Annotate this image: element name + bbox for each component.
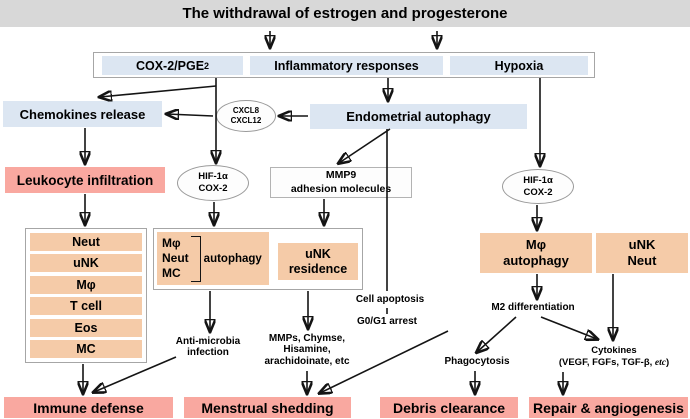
label-cell-apoptosis: Cell apoptosis <box>343 294 437 306</box>
cell-mc-label: MC <box>76 341 96 356</box>
mphi-autophagy-line2: autophagy <box>503 253 569 268</box>
arrow-endometrial-to-mmp9 <box>339 128 391 163</box>
debris-clearance-label: Debris clearance <box>392 399 506 416</box>
node-endometrial-autophagy: Endometrial autophagy <box>310 104 527 129</box>
mmp9-line1: MMP9 <box>325 169 357 182</box>
menstrual-shedding-label: Menstrual shedding <box>201 399 334 416</box>
node-hif-cox2-left: HIF-1α COX-2 <box>177 165 249 201</box>
cell-neut: Neut <box>30 233 142 251</box>
hif-left-line1: HIF-1α <box>198 171 228 183</box>
immune-defense-label: Immune defense <box>33 399 144 416</box>
phagocytosis-text: Phagocytosis <box>444 356 510 368</box>
chemokines-label: Chemokines release <box>19 106 146 122</box>
diagram-title-text: The withdrawal of estrogen and progester… <box>182 5 508 22</box>
unk-residence-line1: uNK <box>305 246 331 261</box>
node-leukocyte-infiltration: Leukocyte infiltration <box>5 167 165 193</box>
anti-microbia-line1: Anti-microbia <box>175 335 241 347</box>
node-inflammatory-responses: Inflammatory responses <box>250 56 443 75</box>
arrow-cxcl-to-chemokines <box>167 114 214 116</box>
mmps-line2: Hisamine, <box>283 344 331 356</box>
cell-unk: uNK <box>30 254 142 273</box>
cell-mphi: Mφ <box>30 275 142 294</box>
hif-left-line2: COX-2 <box>198 183 228 194</box>
unk-neut-line2: Neut <box>627 253 657 268</box>
inflammatory-label: Inflammatory responses <box>274 58 419 73</box>
cell-mc: MC <box>30 339 142 358</box>
hif-right-line1: HIF-1α <box>523 174 553 186</box>
node-hif-cox2-right: HIF-1α COX-2 <box>502 169 574 204</box>
node-debris-clearance: Debris clearance <box>380 397 518 418</box>
arrow-m2-to-cytokines <box>540 316 597 339</box>
group-cell-mphi: Mφ <box>162 236 181 250</box>
cell-neut-label: Neut <box>72 235 100 249</box>
g0g1-text: G0/G1 arrest <box>356 316 418 328</box>
leukocyte-label: Leukocyte infiltration <box>16 172 154 188</box>
group-autophagy-label: autophagy <box>203 252 262 265</box>
node-repair-angiogenesis: Repair & angiogenesis <box>529 397 688 418</box>
cytokines-line2: (VEGF, FGFs, TGF-β, etc) <box>559 357 669 369</box>
cox2-subscript: 2 <box>204 60 210 71</box>
repair-angiogenesis-label: Repair & angiogenesis <box>533 399 684 416</box>
cytokines-line1: Cytokines <box>591 345 637 357</box>
node-mmp9-adhesion: MMP9 adhesion molecules <box>270 167 412 198</box>
cell-apoptosis-text: Cell apoptosis <box>355 294 425 306</box>
node-mphi-autophagy: Mφ autophagy <box>480 233 592 273</box>
label-g0g1-arrest: G0/G1 arrest <box>343 316 431 328</box>
mmp9-line2: adhesion molecules <box>290 182 392 195</box>
autophagy-residence-container: Mφ Neut MC autophagy uNK residence <box>153 228 363 290</box>
group-bracket <box>190 235 201 282</box>
node-chemokines-release: Chemokines release <box>3 101 162 127</box>
cell-eos: Eos <box>30 318 142 337</box>
label-m2-differentiation: M2 differentiation <box>477 302 589 314</box>
cell-unk-label: uNK <box>73 256 99 271</box>
m2-differentiation-text: M2 differentiation <box>491 302 575 314</box>
anti-microbia-line2: infection <box>187 347 229 358</box>
node-cxcl-ellipse: CXCL8 CXCL12 <box>216 100 276 132</box>
node-hypoxia: Hypoxia <box>450 56 588 75</box>
cox2-label: COX-2/PGE <box>135 58 205 73</box>
cell-tcell: T cell <box>30 297 142 316</box>
mmps-line3: arachidoinate, etc <box>264 355 350 367</box>
label-cytokines: Cytokines (VEGF, FGFs, TGF-β, etc) <box>538 344 690 370</box>
arrow-cox2-to-chemokines <box>100 85 217 97</box>
cxcl8-label: CXCL8 <box>232 106 260 115</box>
label-anti-microbia: Anti-microbia infection <box>163 334 253 360</box>
leukocyte-cell-list: Neut uNK Mφ T cell Eos MC <box>25 228 147 363</box>
cytokines-line2-pre: (VEGF, FGFs, TGF-β, <box>558 356 655 368</box>
endometrial-autophagy-label: Endometrial autophagy <box>346 109 491 124</box>
mphi-autophagy-line1: Mφ <box>525 236 547 252</box>
mmps-line1: MMPs, Chymse, <box>268 332 346 344</box>
hypoxia-label: Hypoxia <box>494 58 544 73</box>
node-immune-defense: Immune defense <box>4 397 173 418</box>
node-unk-neut: uNK Neut <box>596 233 688 273</box>
cxcl12-label: CXCL12 <box>230 116 262 125</box>
unk-residence-line2: residence <box>288 261 348 276</box>
cytokines-line2-post: ) <box>665 356 670 368</box>
group-cell-mc: MC <box>162 266 181 280</box>
autophagy-group-cells: Mφ Neut MC <box>162 236 189 281</box>
diagram-title: The withdrawal of estrogen and progester… <box>0 0 690 27</box>
arrow-m2-to-phagocytosis <box>477 316 517 352</box>
cell-eos-label: Eos <box>74 320 98 335</box>
unk-neut-line1: uNK <box>628 236 656 252</box>
node-autophagy-group: Mφ Neut MC autophagy <box>157 232 269 285</box>
label-mmps-chymse: MMPs, Chymse, Hisamine, arachidoinate, e… <box>250 331 364 369</box>
node-unk-residence: uNK residence <box>278 243 358 280</box>
node-menstrual-shedding: Menstrual shedding <box>184 397 351 418</box>
cytokines-etc: etc <box>654 357 666 368</box>
hif-right-line2: COX-2 <box>523 186 553 198</box>
group-cell-neut: Neut <box>162 251 189 265</box>
cell-mphi-label: Mφ <box>76 277 96 292</box>
cell-tcell-label: T cell <box>70 299 102 314</box>
label-phagocytosis: Phagocytosis <box>432 356 522 368</box>
